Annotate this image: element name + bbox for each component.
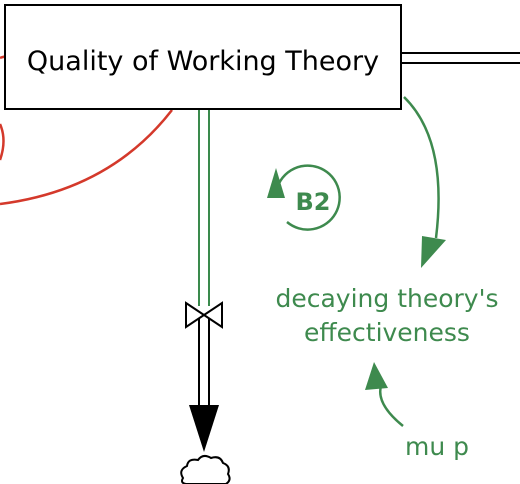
circular-arrow-icon [274,164,341,231]
aux-mu-p[interactable]: mu p [405,432,469,461]
link-mup-to-decay-arrowhead [365,362,388,390]
link-stock-to-decay [403,96,440,239]
red-link-arc-lower [0,109,173,206]
aux-decaying-effectiveness-line2[interactable]: effectiveness [304,318,470,347]
loop-b2-marker: B2 [267,164,341,231]
loop-arrowhead [267,168,285,198]
cloud-sink-icon [180,454,231,484]
stock-box[interactable] [4,4,402,110]
red-link-arc-side [0,123,5,161]
loop-label: B2 [296,188,331,216]
stock-label: Quality of Working Theory [27,46,379,77]
aux-decaying-effectiveness-line1[interactable]: decaying theory's [275,284,498,313]
bowtie-valve-icon[interactable] [185,301,223,329]
flow-arrowhead [189,405,219,452]
link-stock-to-decay-arrowhead [421,236,446,268]
link-mup-to-decay [379,385,404,427]
outflow-pipe-right [400,52,520,64]
decay-flow-pipe [198,110,210,408]
